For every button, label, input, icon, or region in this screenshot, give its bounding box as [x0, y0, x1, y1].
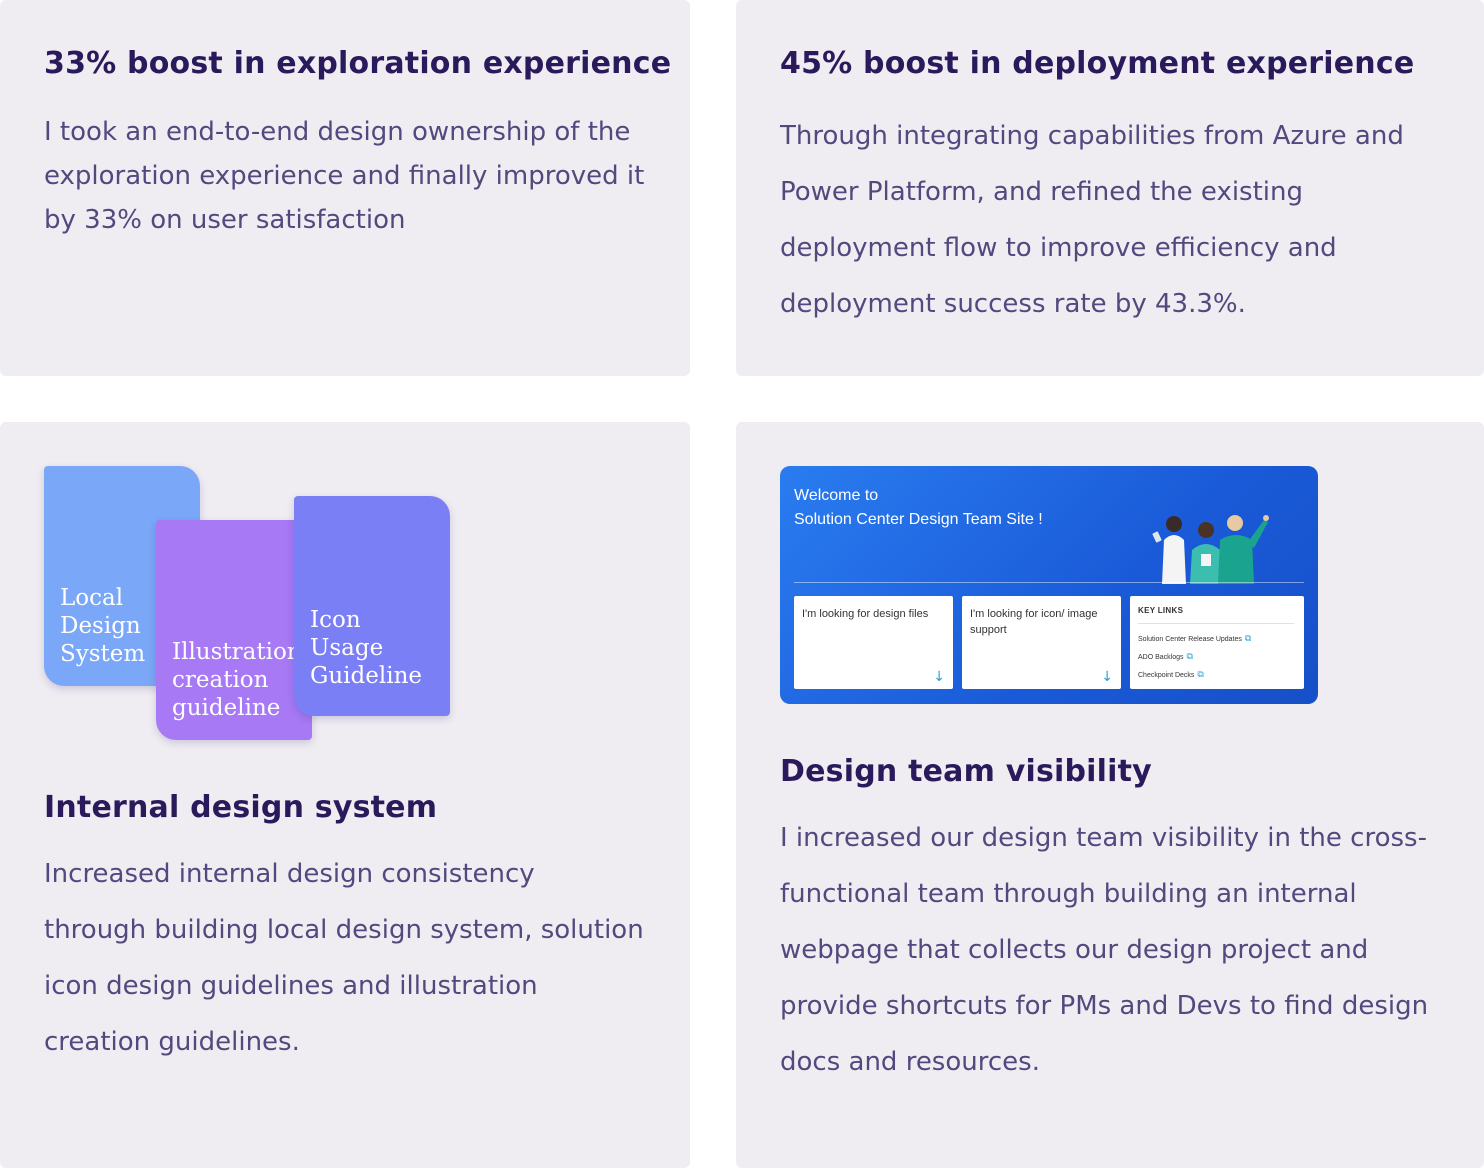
team-site-screenshot: Welcome to Solution Center Design Team S…: [780, 466, 1318, 704]
icon-support-panel[interactable]: I'm looking for icon/ image support ↓: [962, 596, 1121, 689]
visibility-description: I increased our design team visibility i…: [780, 823, 1429, 1077]
external-link-icon: ⧉: [1197, 670, 1204, 680]
key-link-release-updates[interactable]: Solution Center Release Updates⧉: [1138, 634, 1252, 644]
visibility-card: Welcome to Solution Center Design Team S…: [736, 422, 1484, 1168]
team-people-illustration: [1152, 515, 1269, 584]
deployment-description: Through integrating capabilities from Az…: [780, 121, 1404, 319]
key-links-divider: [1138, 623, 1294, 624]
design-files-panel[interactable]: I'm looking for design files ↓: [794, 596, 953, 689]
illustration-guideline-label: Illustration creation guideline: [172, 639, 302, 721]
exploration-description: I took an end-to-end design ownership of…: [44, 117, 645, 235]
illustration-guideline-doc: Illustration creation guideline: [156, 520, 312, 740]
deployment-title: 45% boost in deployment experience: [780, 46, 1415, 81]
team-site-welcome: Welcome to Solution Center Design Team S…: [794, 484, 1043, 532]
external-link-icon: ⧉: [1186, 652, 1193, 662]
welcome-line-1: Welcome to: [794, 487, 879, 504]
icon-usage-guideline-label: Icon Usage Guideline: [310, 607, 423, 689]
arrow-down-icon: ↓: [933, 669, 945, 685]
design-files-label: I'm looking for design files: [802, 608, 929, 620]
design-system-title: Internal design system: [44, 790, 438, 825]
local-design-system-label: Local Design System: [60, 585, 146, 667]
visibility-title: Design team visibility: [780, 754, 1152, 789]
key-link-ado-backlogs[interactable]: ADO Backlogs⧉: [1138, 652, 1193, 662]
arrow-down-icon: ↓: [1101, 669, 1113, 685]
exploration-card: 33% boost in exploration experience I to…: [0, 0, 690, 376]
icon-support-label: I'm looking for icon/ image support: [970, 608, 1098, 636]
key-links-heading: KEY LINKS: [1138, 606, 1184, 615]
design-system-description: Increased internal design consistency th…: [44, 859, 644, 1057]
welcome-line-2: Solution Center Design Team Site !: [794, 511, 1043, 528]
icon-usage-guideline-doc: Icon Usage Guideline: [294, 496, 450, 716]
exploration-title: 33% boost in exploration experience: [44, 46, 672, 81]
key-links-panel: KEY LINKS Solution Center Release Update…: [1130, 596, 1304, 689]
deployment-card: 45% boost in deployment experience Throu…: [736, 0, 1484, 376]
team-site-divider: [794, 582, 1304, 583]
key-link-checkpoint-decks[interactable]: Checkpoint Decks⧉: [1138, 670, 1204, 680]
design-system-card: Local Design System Illustration creatio…: [0, 422, 690, 1168]
external-link-icon: ⧉: [1244, 634, 1252, 644]
